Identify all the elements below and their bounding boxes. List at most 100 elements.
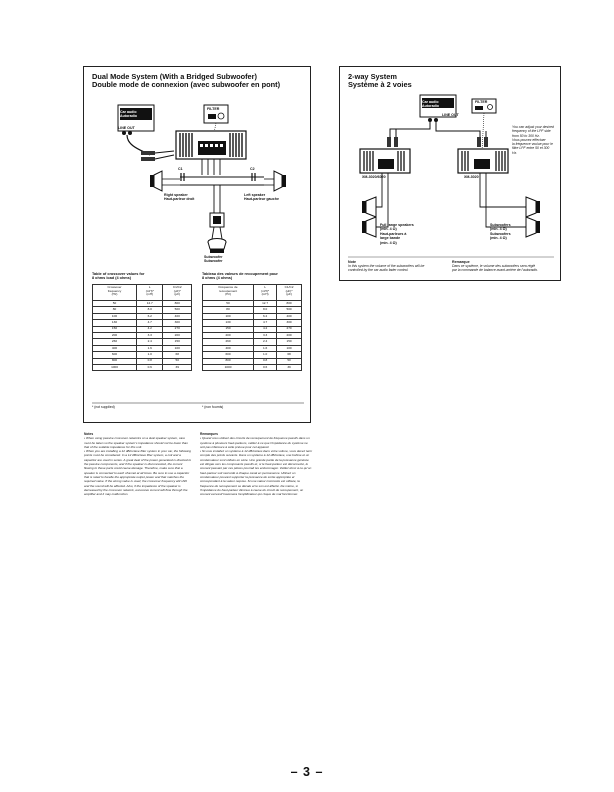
table-fr-cell: 4.2 — [253, 325, 278, 333]
subwoofer-2 — [525, 216, 540, 238]
table-fr-cell: 300 — [276, 319, 302, 327]
table-en-cell: 500 — [162, 306, 192, 314]
table-en-cell: 400 — [162, 312, 192, 321]
filter-label: FILTER — [207, 107, 220, 111]
notes-fr-paragraph-1: • Quand vous utilisez des circuits de re… — [200, 436, 310, 449]
table-fr-cell: 500 — [276, 306, 302, 314]
table-en-header-2: C1/C2 (μF)* (μF) — [162, 284, 192, 301]
table-en-cell: 4.2 — [136, 325, 164, 333]
rca-plug-1 — [141, 151, 155, 155]
table-fr-cell: 100 — [276, 344, 302, 353]
notes-en: Notes • When using passive crossover net… — [84, 432, 192, 496]
table-en-cell: 3.3 — [136, 331, 164, 340]
table-en-cell: 200 — [162, 331, 192, 340]
table-en-cell: 8.0 — [136, 306, 164, 314]
table-en-cell: 100 — [162, 344, 192, 353]
dual-mode-title-fr: Double mode de connexion (avec subwoofer… — [92, 80, 281, 89]
dual-mode-wiring-diagram — [92, 104, 304, 404]
footnote-fr: * (non fournis) — [202, 405, 224, 409]
left-speaker-graphic — [264, 170, 286, 192]
table-fr-cell: 8.0 — [253, 306, 278, 314]
note-label: Note — [348, 260, 356, 264]
table-fr-cell: 800 — [276, 299, 302, 308]
table-en-cell: 0.6 — [136, 363, 164, 372]
car-audio-label: Car audio Autoradio — [120, 110, 137, 119]
subwoofer-label: Subwoofer Subwoofer — [204, 255, 223, 264]
two-way-title-fr: Système à 2 voies — [348, 80, 412, 89]
amplifier-right-panel-right — [457, 148, 509, 174]
remarque-label: Remarque — [452, 260, 470, 264]
table-en-cell: 1.6 — [136, 344, 164, 353]
table-fr-cell: 0.8 — [253, 357, 278, 365]
table-fr-cell: 50 — [276, 357, 302, 365]
table-fr-cell: 12.7 — [253, 299, 278, 308]
table-fr-cell: 68 — [276, 351, 302, 359]
remarque-text: Dans ce système, le volume des subwoofer… — [452, 264, 539, 272]
two-way-wiring-diagram — [348, 94, 554, 258]
table-en-cell: 1000 — [91, 363, 138, 372]
inductor-coil — [209, 212, 225, 228]
table-en-title: Table of crossover values for 8 ohms loa… — [92, 272, 145, 281]
table-en-header-0: Crossover frequency (Hz) — [91, 284, 138, 301]
notes-fr-heading: Remarques — [200, 432, 218, 436]
note-text: In this system the volume of the subwoof… — [348, 264, 425, 272]
table-fr-cell: 2.4 — [253, 338, 278, 346]
table-fr-cell: 0.6 — [253, 363, 278, 372]
table-en-cell: 150 — [162, 338, 192, 346]
page-number: – 3 – — [290, 765, 324, 779]
table-fr-header-2: C1/C2 (μF)* (μF) — [276, 284, 302, 301]
subwoofer-1 — [525, 196, 540, 218]
table-en-cell: 68 — [162, 351, 192, 359]
rca-plug-2 — [141, 157, 155, 161]
car-audio-label-right: Car audio Autoradio — [422, 100, 439, 109]
table-fr-cell: 150 — [276, 338, 302, 346]
table-fr-cell: 3.3 — [253, 331, 278, 340]
table-fr-header-0: Fréquence de recoupement (Hz) — [201, 284, 255, 301]
table-en-cell: 39 — [162, 363, 192, 372]
table-en-cell: 0.8 — [136, 357, 164, 365]
capacitor-c2 — [251, 173, 256, 181]
table-fr-cell: 200 — [276, 331, 302, 340]
c1-label: C1 — [178, 167, 183, 171]
crossover-table-fr: Fréquence de recoupement (Hz)L (mH)* (mH… — [201, 284, 302, 372]
crossover-table-en: Crossover frequency (Hz)L (mH)* (mH)C1/C… — [91, 284, 192, 372]
table-fr-cell: 4.7 — [253, 319, 278, 327]
line-out-label-right: LINE OUT — [442, 113, 459, 117]
amplifier-right-panel-left — [359, 148, 411, 174]
full-range-speakers-label: Full range speakers (min. 4 Ω) Haut-parl… — [380, 223, 414, 245]
right-speaker-label: Right speaker Haut-parleur droit — [164, 193, 195, 202]
table-fr-cell: 270 — [276, 325, 302, 333]
left-speaker-label: Left speaker Haut-parleur gauche — [244, 193, 279, 202]
table-fr-cell: 39 — [276, 363, 302, 372]
right-speaker-graphic — [150, 170, 180, 192]
table-en-header-1: L (mH)* (mH) — [136, 284, 164, 301]
footnote-en: * (not supplied) — [92, 405, 115, 409]
table-fr-cell: 1.6 — [253, 344, 278, 353]
two-way-title-en: 2-way System — [348, 72, 397, 81]
table-fr-title: Tableau des valeurs de recoupement pour … — [202, 272, 278, 281]
table-fr-cell: 400 — [276, 312, 302, 321]
table-fr-header-1: L (mH)* (mH) — [253, 284, 278, 301]
two-way-panel: 2-way System Système à 2 voies — [339, 66, 561, 281]
full-range-speaker-2 — [362, 216, 377, 238]
subwoofers-label: Subwoofers (min. 4 Ω) Subwoofers (min. 4… — [490, 223, 511, 241]
